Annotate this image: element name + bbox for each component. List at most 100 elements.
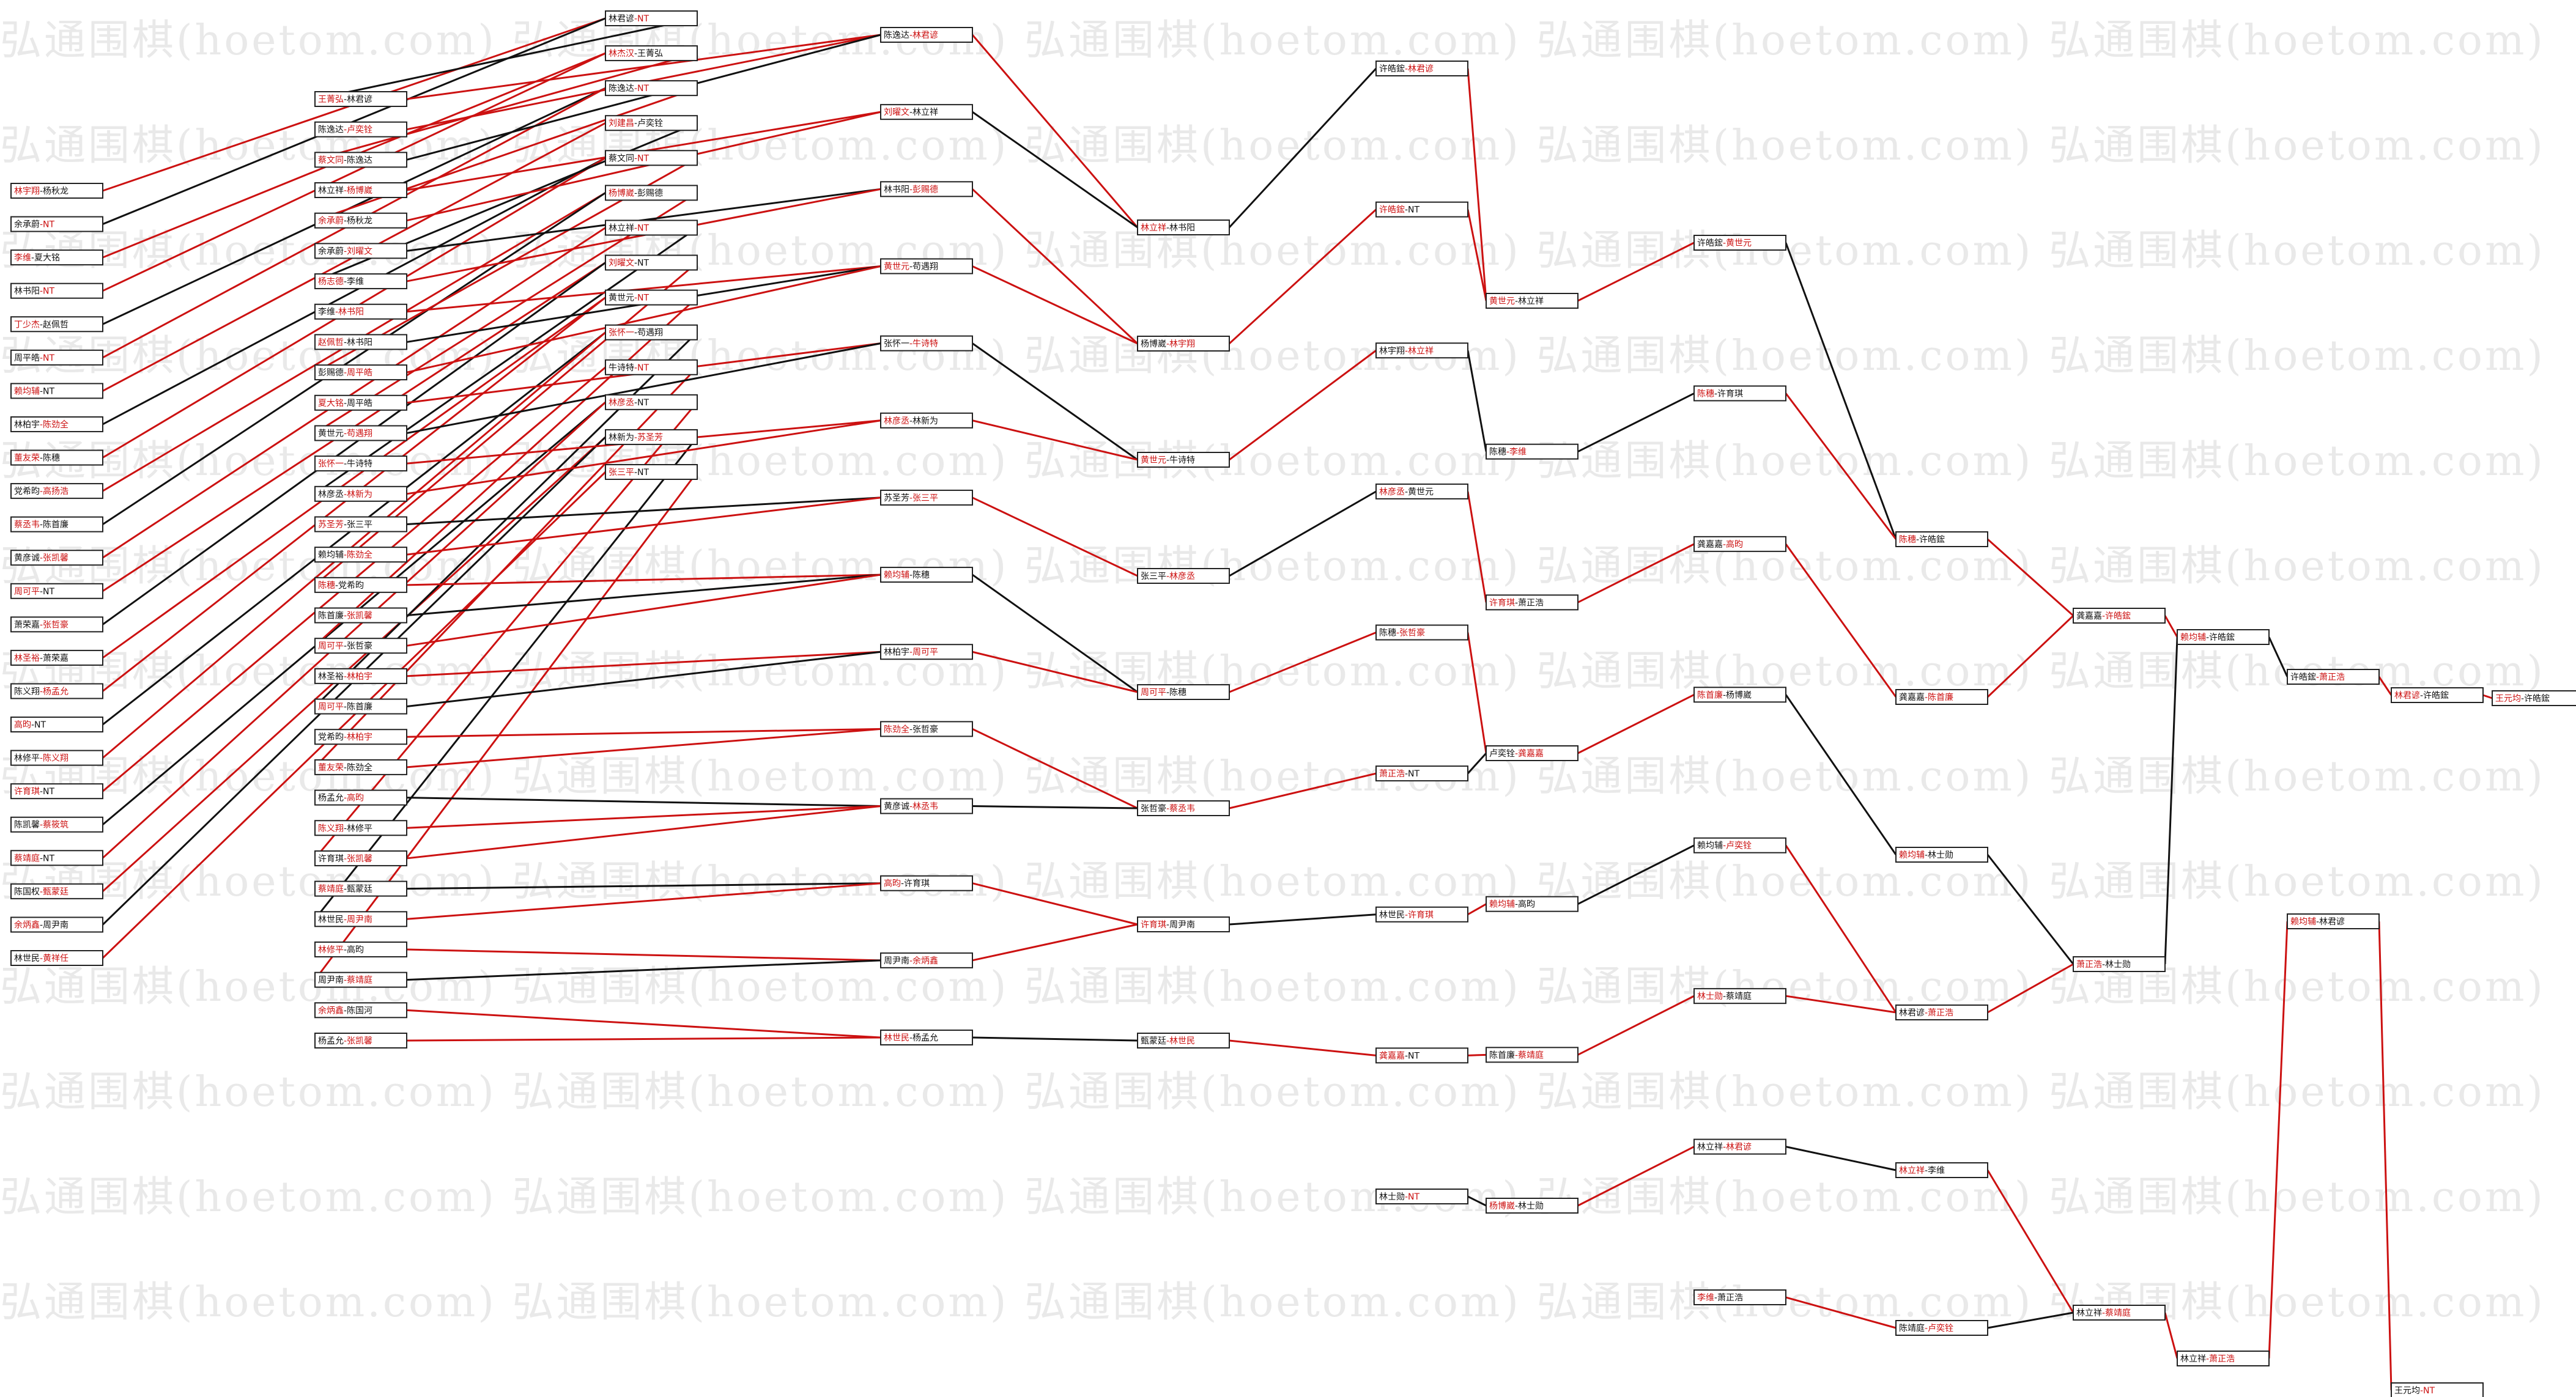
match-label: 刘建昌-卢奕铨 <box>609 119 663 128</box>
bracket-edge <box>2378 921 2393 1391</box>
bracket-edge <box>1785 242 1897 540</box>
bracket-edge <box>406 882 881 920</box>
match-box: 周可平-NT <box>10 583 103 599</box>
match-label: 杨孟允-高昀 <box>318 793 364 803</box>
bracket-edge <box>972 496 1138 577</box>
match-label: 林立祥-NT <box>609 223 650 233</box>
bracket-edge <box>1785 995 1897 1014</box>
bracket-edge <box>972 1036 1138 1042</box>
match-box-frame <box>880 644 973 660</box>
match-box: 黄世元-林立祥 <box>1486 293 1579 309</box>
match-box: 杨博崴-林宇翔 <box>1137 336 1230 352</box>
bracket-edge <box>102 17 606 225</box>
match-label: 党希昀-高扬浩 <box>14 486 68 496</box>
match-label: 陈凯馨-蔡筱筑 <box>14 820 68 830</box>
match-box: 林立祥-李维 <box>1895 1162 1988 1178</box>
match-label: 杨志德-李维 <box>318 277 364 287</box>
match-box-frame <box>2073 956 2166 972</box>
bracket-edge <box>406 797 881 808</box>
bracket-edge <box>314 52 698 161</box>
match-label: 林书阳-NT <box>14 287 55 297</box>
match-label: 赖均辅-陈劲全 <box>318 550 372 560</box>
match-box: 林修平-高昀 <box>314 941 407 957</box>
bracket-edge <box>1785 1146 1897 1171</box>
match-box-frame <box>1137 916 1230 932</box>
match-label: 许皓鋐-NT <box>1379 205 1420 215</box>
bracket-edge <box>972 651 1138 693</box>
match-label: 牛诗特-NT <box>609 363 650 373</box>
match-box: 林世民-黄祥任 <box>10 950 103 966</box>
bracket-edge <box>2268 921 2289 1359</box>
match-box-frame <box>1693 687 1786 703</box>
bracket-edge <box>1785 844 1897 1013</box>
match-box-frame <box>1693 235 1786 251</box>
match-box: 许皓鋐-黄世元 <box>1693 235 1786 251</box>
match-box-frame <box>314 759 407 775</box>
match-box: 萧正浩-NT <box>1375 765 1468 782</box>
match-label: 林世民-黄祥任 <box>14 953 68 964</box>
match-label: 周可平-陈穗 <box>1141 687 1186 698</box>
match-box: 林立祥-蔡靖庭 <box>2073 1305 2166 1321</box>
match-label: 林圣裕-萧荣嘉 <box>14 654 68 663</box>
match-box-frame <box>2391 687 2484 703</box>
match-label: 苏圣芳-张三平 <box>884 493 938 503</box>
match-box-frame <box>1375 765 1468 782</box>
match-box: 陈穗-李维 <box>1486 443 1579 460</box>
match-box: 张三平-NT <box>605 464 698 480</box>
match-label: 许育琪-萧正浩 <box>1489 598 1544 608</box>
match-box: 林新为-苏圣芳 <box>605 429 698 445</box>
match-box: 余承蔚-刘曜文 <box>314 243 407 259</box>
match-box: 杨志德-李维 <box>314 273 407 290</box>
match-label: 周可平-张哲豪 <box>318 641 372 651</box>
match-label: 苏圣芳-张三平 <box>318 519 372 529</box>
match-label: 丁少杰-赵佩哲 <box>14 320 68 330</box>
match-label: 龚嘉嘉-高昀 <box>1697 539 1743 550</box>
match-box-frame <box>1375 906 1468 923</box>
match-label: 萧正浩-NT <box>1379 769 1420 779</box>
match-box: 蔡靖庭-甄蒙廷 <box>314 880 407 897</box>
match-box-frame <box>2287 669 2380 685</box>
bracket-edge <box>1986 1170 2074 1313</box>
match-box: 陈靖庭-卢奕铨 <box>1895 1320 1988 1336</box>
match-box-frame <box>605 254 698 271</box>
match-box: 甄蒙廷-林世民 <box>1137 1033 1230 1049</box>
match-label: 陈首廉-张凯馨 <box>318 611 372 621</box>
match-box: 刘曜文-林立祥 <box>880 104 973 120</box>
match-box: 陈逸达-林君谚 <box>880 27 973 43</box>
match-box: 周可平-陈穗 <box>1137 684 1230 700</box>
bracket-edge <box>102 52 606 292</box>
match-label: 许育琪-周尹南 <box>1141 920 1195 930</box>
bracket-edge <box>406 419 881 495</box>
match-box-frame <box>1693 1289 1786 1305</box>
match-label: 林士勋-NT <box>1379 1192 1420 1202</box>
match-label: 林立祥-林书阳 <box>1141 223 1195 233</box>
match-label: 林立祥-林君谚 <box>1697 1143 1752 1152</box>
match-box-frame <box>605 464 698 480</box>
match-label: 林彦丞-NT <box>609 398 650 408</box>
match-box-frame <box>10 649 103 666</box>
match-box-frame <box>1486 594 1579 611</box>
match-label: 张怀一-牛诗特 <box>318 459 372 469</box>
match-box-frame <box>880 567 973 583</box>
match-label: 余炳鑫-陈国河 <box>318 1005 372 1015</box>
match-box-frame <box>314 668 407 684</box>
match-label: 林书阳-彭赐德 <box>884 185 938 194</box>
match-box-frame <box>10 750 103 766</box>
match-box-frame <box>1137 452 1230 468</box>
match-box-frame <box>314 364 407 381</box>
match-box: 赖均辅-陈劲全 <box>314 547 407 563</box>
match-label: 林君谚-许皓鋐 <box>2394 691 2449 701</box>
match-box-frame <box>2391 1382 2484 1397</box>
match-box-frame <box>10 550 103 566</box>
match-box-frame <box>1693 1138 1786 1155</box>
bracket-edge <box>1467 903 1487 916</box>
bracket-edge <box>406 342 881 434</box>
match-box-frame <box>1693 837 1786 853</box>
bracket-edge <box>1577 995 1695 1056</box>
match-label: 林士勋-蔡靖庭 <box>1697 991 1752 1001</box>
match-label: 余承蔚-NT <box>14 219 55 230</box>
match-box: 杨孟允-张凯馨 <box>314 1033 407 1049</box>
match-box: 张三平-林彦丞 <box>1137 568 1230 584</box>
match-label: 林圣裕-林柏宇 <box>318 672 372 682</box>
match-label: 张怀一-牛诗特 <box>884 339 938 349</box>
